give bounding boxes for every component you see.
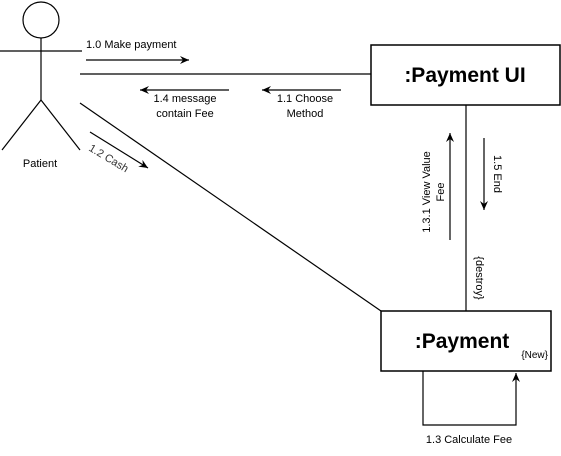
payment-ui-box <box>370 44 561 106</box>
actor-name: Patient <box>23 158 57 170</box>
message-1-3-1-label-line2: Fee <box>435 183 447 202</box>
payment-ui-title: :Payment UI <box>404 64 525 87</box>
message-1-2-label: 1.2 Cash <box>86 142 130 175</box>
actor-left-leg <box>1 99 42 151</box>
destroy-constraint: {destroy} <box>473 256 485 300</box>
message-1-5-label: 1.5 End <box>491 155 503 193</box>
message-1-3-label: 1.3 Calculate Fee <box>426 434 512 446</box>
message-1-3-1-label-line1: 1.3.1 View Value <box>421 151 433 233</box>
patient-actor[interactable] <box>0 1 82 151</box>
message-1-1-label-line2: Method <box>287 108 324 120</box>
actor-head <box>22 1 60 39</box>
payment-ui-object[interactable]: :Payment UI <box>370 44 561 106</box>
payment-box <box>380 310 552 372</box>
message-1-1-label-line1: 1.1 Choose <box>277 93 333 105</box>
link-patient-payment <box>79 102 382 312</box>
message-1-3-self-loop <box>422 371 520 426</box>
message-1-2-arrow <box>89 131 149 169</box>
payment-title: :Payment <box>415 330 510 353</box>
message-1-4-label-line1: 1.4 message <box>154 93 217 105</box>
actor-right-leg <box>40 99 81 151</box>
message-1-4-label-line2: contain Fee <box>156 108 213 120</box>
payment-constraint: {New} <box>521 350 548 361</box>
message-1-0-label: 1.0 Make payment <box>86 39 177 51</box>
payment-object[interactable]: :Payment {New} <box>380 310 552 372</box>
